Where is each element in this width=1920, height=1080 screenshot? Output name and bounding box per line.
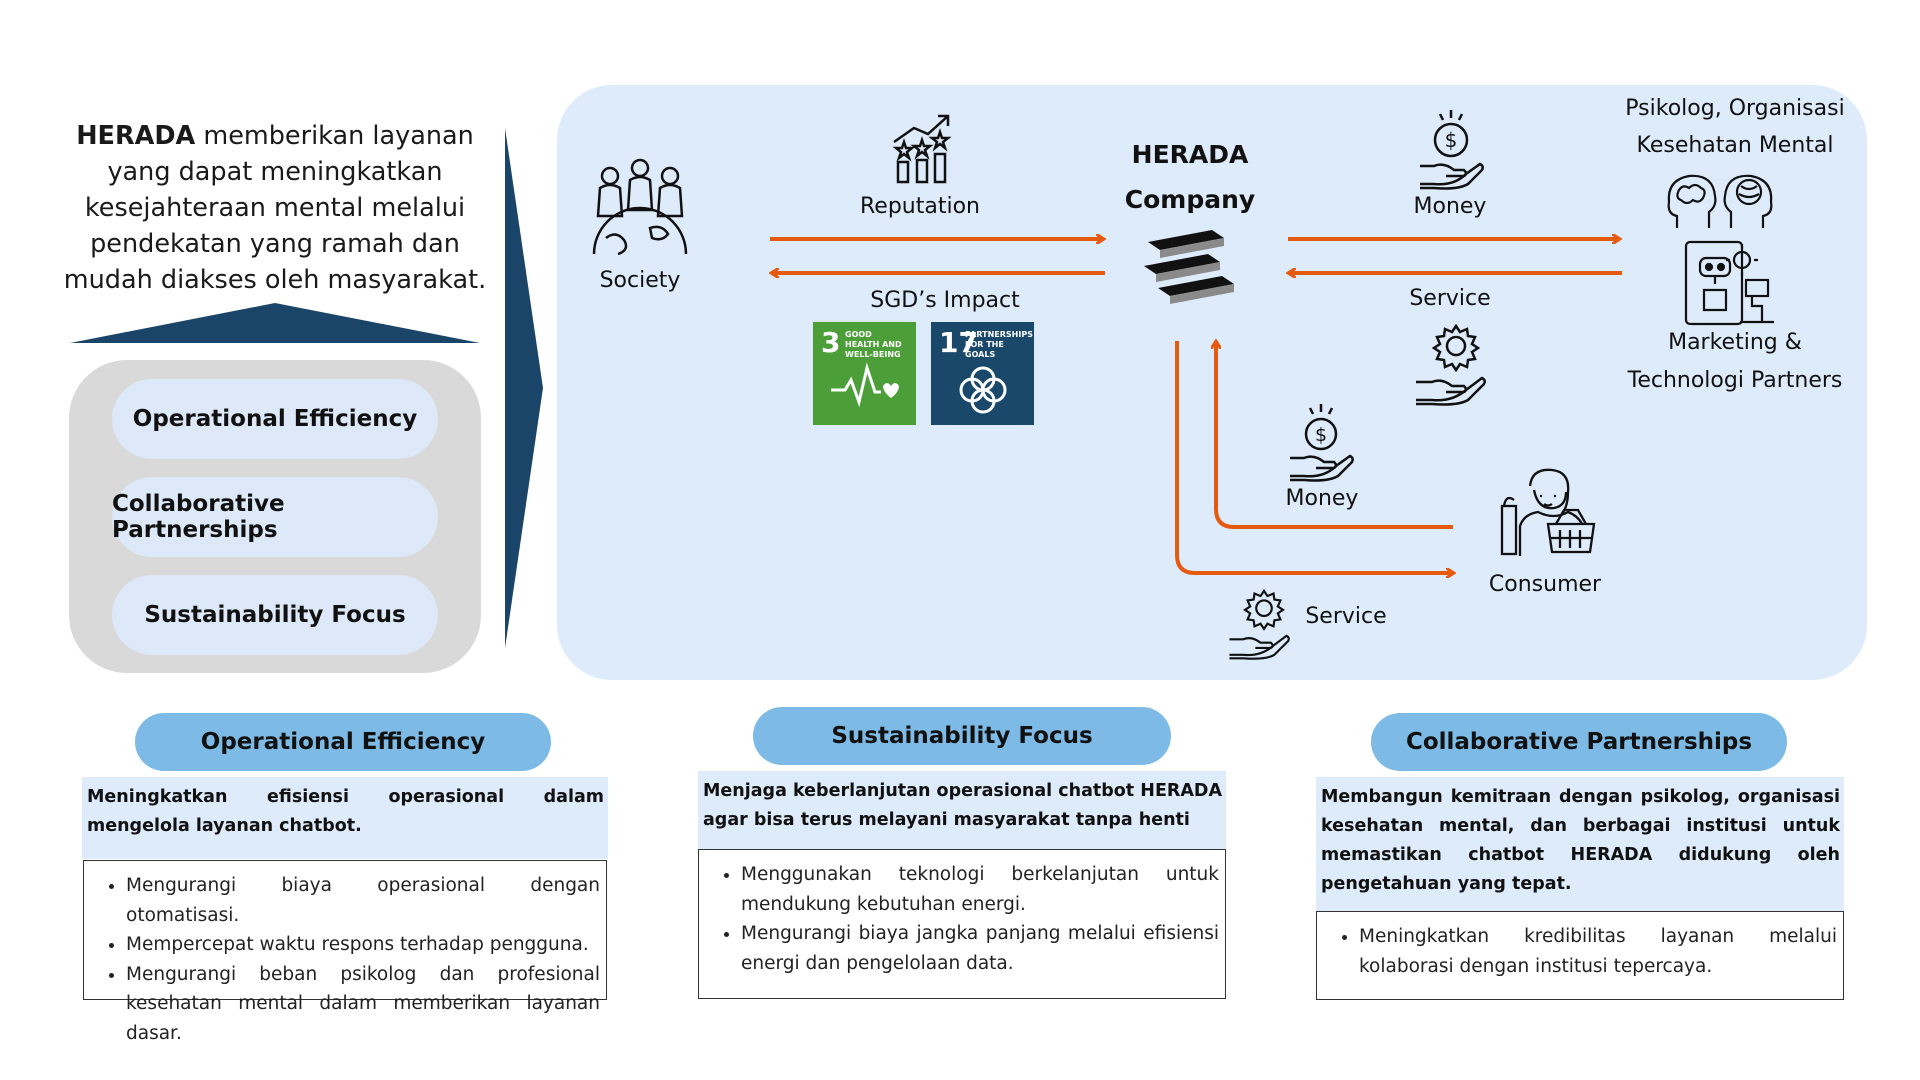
money-bottom-label: Money	[1285, 486, 1359, 511]
card-sustainability-focus-summary: Menjaga keberlanjutan operasional chatbo…	[698, 771, 1226, 849]
pillar-collaborative-partnerships: Collaborative Partnerships	[112, 477, 438, 557]
service-top-label: Service	[1409, 286, 1491, 311]
marketing-line2: Technologi Partners	[1627, 368, 1843, 393]
intro-brand: HERADA	[76, 121, 196, 151]
pillar-operational-efficiency: Operational Efficiency	[112, 379, 438, 459]
society-label: Society	[599, 268, 681, 293]
sdg-goal-17-label: PARTNERSHIPS FOR THE GOALS	[965, 330, 1033, 359]
list-item: Meningkatkan kredibilitas layanan melalu…	[1359, 922, 1837, 981]
herada-logo-icon	[1144, 230, 1234, 304]
money-hand-bottom-icon: $	[1290, 404, 1354, 482]
sdg-goal-3-label: GOOD HEALTH AND WELL-BEING	[845, 330, 902, 359]
service-gear-hand-icon	[1416, 323, 1486, 406]
marketing-line1: Marketing &	[1668, 330, 1802, 355]
money-hand-icon: $	[1420, 110, 1484, 190]
business-model-panel	[557, 85, 1867, 680]
company-title-line1: HERADA	[1131, 140, 1249, 169]
society-icon	[592, 158, 688, 256]
card-operational-efficiency-list: Mengurangi biaya operasional dengan otom…	[83, 860, 607, 1044]
card-sustainability-focus-title: Sustainability Focus	[753, 707, 1171, 765]
heartbeat-icon	[831, 362, 899, 408]
partners-line1: Psikolog, Organisasi	[1625, 96, 1845, 121]
card-collaborative-partnerships-list: Meningkatkan kredibilitas layanan melalu…	[1316, 911, 1844, 1000]
card-sustainability-focus-list: Menggunakan teknologi berkelanjutan untu…	[698, 849, 1226, 999]
list-item: Mengurangi biaya operasional dengan otom…	[126, 871, 600, 930]
sdg-goal-17-number: 17	[939, 326, 978, 359]
partnership-flower-icon	[959, 366, 1007, 414]
service-gear-hand-bottom-icon	[1229, 588, 1290, 660]
up-triangle	[70, 303, 480, 343]
svg-text:$: $	[1445, 128, 1458, 152]
consumer-label: Consumer	[1488, 572, 1602, 597]
psychologist-brain-icon	[1667, 174, 1773, 228]
right-triangle	[505, 128, 543, 648]
reputation-icon	[892, 114, 952, 184]
arrow-service-bottom	[1175, 341, 1452, 573]
svg-text:$: $	[1315, 424, 1327, 446]
intro-text: HERADA memberikan layanan yang dapat men…	[60, 118, 490, 298]
arrow-money-bottom	[1216, 343, 1453, 529]
consumer-shopping-icon	[1500, 468, 1596, 556]
sdg-goal-17: 17 PARTNERSHIPS FOR THE GOALS	[931, 322, 1034, 425]
card-collaborative-partnerships-title: Collaborative Partnerships	[1371, 713, 1787, 771]
card-collaborative-partnerships-summary: Membangun kemitraan dengan psikolog, org…	[1316, 777, 1844, 911]
sdg-goal-3-number: 3	[821, 326, 841, 359]
sdg-title: SGD’s Impact	[870, 288, 1020, 313]
list-item: Menggunakan teknologi berkelanjutan untu…	[741, 860, 1219, 919]
reputation-label: Reputation	[860, 194, 980, 219]
list-item: Mengurangi biaya jangka panjang melalui …	[741, 919, 1219, 978]
intro-description: memberikan layanan yang dapat meningkatk…	[63, 121, 487, 295]
robot-tech-icon	[1684, 240, 1774, 326]
card-operational-efficiency-summary: Meningkatkan efisiensi operasional dalam…	[82, 777, 608, 859]
sdg-goal-3: 3 GOOD HEALTH AND WELL-BEING	[813, 322, 916, 425]
list-item: Mempercepat waktu respons terhadap pengg…	[126, 930, 600, 960]
card-operational-efficiency-title: Operational Efficiency	[135, 713, 551, 771]
pillar-sustainability-focus: Sustainability Focus	[112, 575, 438, 655]
service-bottom-label: Service	[1305, 604, 1387, 629]
partners-line2: Kesehatan Mental	[1636, 133, 1834, 158]
company-title-line2: Company	[1124, 185, 1256, 214]
money-top-label: Money	[1413, 194, 1487, 219]
list-item: Mengurangi beban psikolog dan profesiona…	[126, 960, 600, 1049]
